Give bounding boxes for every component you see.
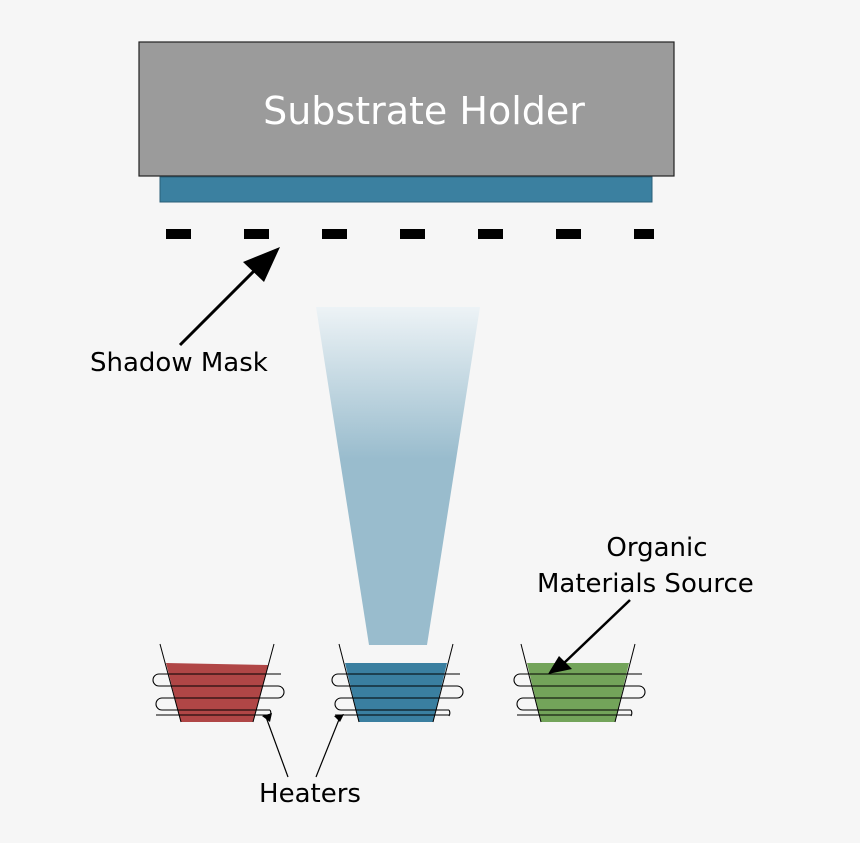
heater-coil-icon xyxy=(513,673,646,717)
shadow-mask-callout: Shadow Mask xyxy=(90,247,280,378)
organic-label-line1: Organic xyxy=(606,533,707,563)
source-green xyxy=(513,643,646,723)
vapor-plume xyxy=(316,307,480,645)
source-red xyxy=(152,643,285,723)
crucible-icon xyxy=(166,663,268,722)
shadow-mask-label: Shadow Mask xyxy=(90,348,268,378)
crucible-icon xyxy=(345,663,447,722)
heaters-label: Heaters xyxy=(259,779,361,809)
arrow-icon xyxy=(562,599,631,665)
heater-coil-icon xyxy=(331,673,464,717)
arrow-icon xyxy=(178,261,264,347)
heaters-callout: Heaters xyxy=(259,713,361,809)
arrow-head-icon xyxy=(243,247,280,282)
organic-label-line2: Materials Source xyxy=(537,569,754,599)
arrow-head-icon xyxy=(334,714,344,722)
substrate-holder-label: Substrate Holder xyxy=(263,89,585,133)
substrate-holder: Substrate Holder xyxy=(138,41,675,177)
crucible-icon xyxy=(527,663,629,722)
heater-coil-icon xyxy=(152,673,285,717)
source-blue xyxy=(331,643,464,723)
organic-source-callout: Organic Materials Source xyxy=(537,533,754,674)
arrow-head-icon xyxy=(262,713,272,722)
substrate xyxy=(159,176,653,203)
arrow-head-icon xyxy=(548,656,572,674)
